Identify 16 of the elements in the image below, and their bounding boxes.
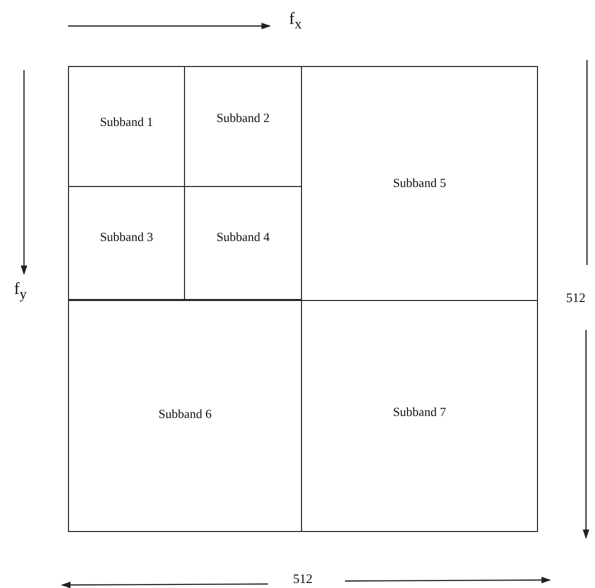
subband-box	[301, 300, 538, 532]
dimension-label: 512	[293, 572, 312, 585]
subband-label: Subband 1	[100, 115, 154, 130]
axis-label: f$_{y}$	[14, 280, 27, 302]
subband-box	[68, 300, 302, 532]
subband-label: Subband 5	[392, 176, 446, 191]
dimension-label: 512	[566, 291, 586, 304]
subband-box	[301, 66, 538, 301]
subband-box	[68, 66, 185, 187]
axis-label: f$_{x}$	[289, 10, 302, 32]
subband-label: Subband 3	[100, 230, 154, 244]
subband-box	[68, 186, 185, 300]
subband-label: Subband 4	[216, 230, 270, 244]
subband-label: Subband 2	[216, 111, 270, 126]
subband-label: Subband 7	[392, 404, 446, 420]
subband-label: Subband 6	[158, 406, 212, 422]
